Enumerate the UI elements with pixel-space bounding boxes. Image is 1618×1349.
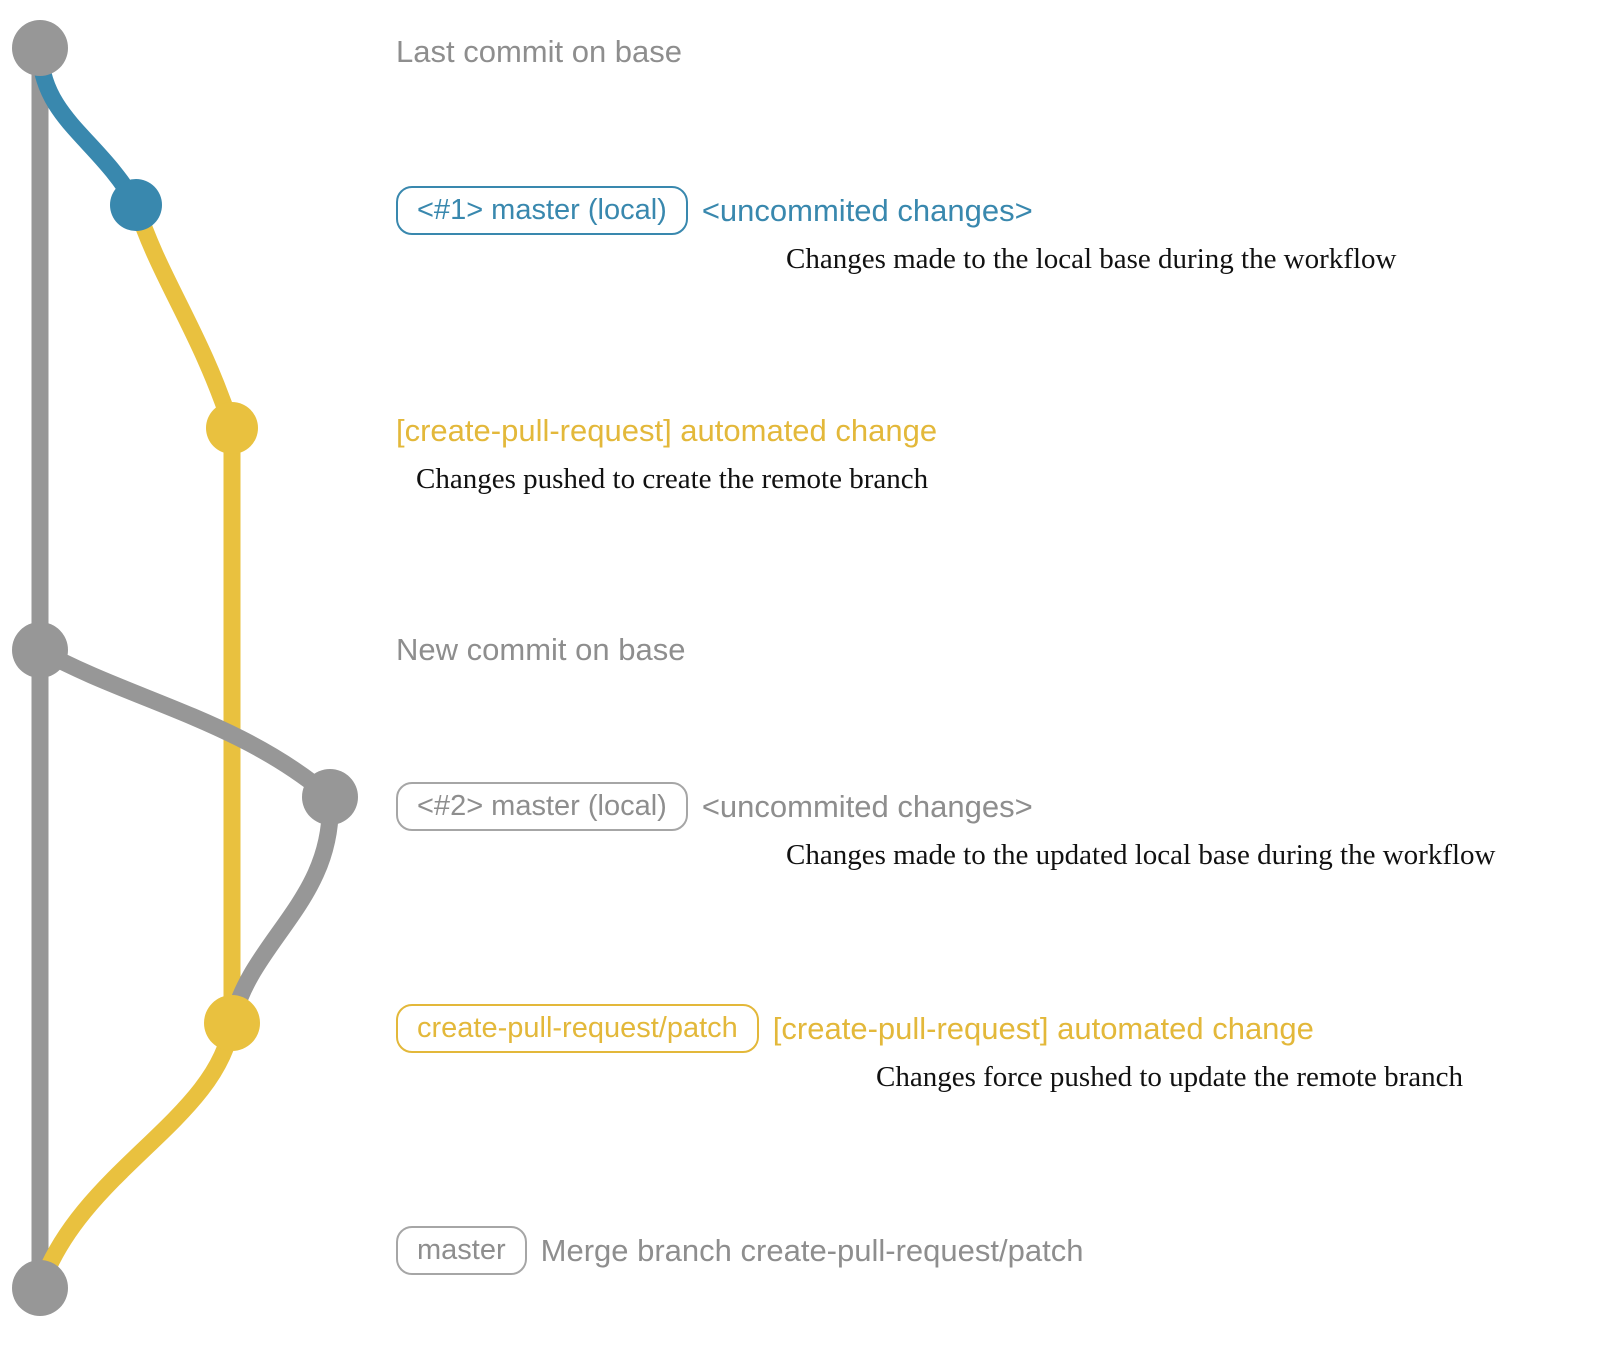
annotation-row-new-commit-on-base: New commit on base [396,634,685,665]
graph-edge-local-1-to-patch-1 [127,196,241,437]
git-graph-svg [12,20,358,1316]
annotation-row-patch-commit-2: create-pull-request/patch [create-pull-re… [396,1004,1314,1053]
annotation-row-last-commit-on-base: Last commit on base [396,36,682,67]
commit-node-local-commit-1[interactable] [110,179,162,231]
branch-badge-local-commit-2[interactable]: <#2> master (local) [396,782,688,831]
graph-edge-base-to-local-1 [31,45,145,214]
commit-node-master-merge-commit[interactable] [12,1260,68,1316]
git-graph-nodes [12,20,358,1316]
badge-line: <#2> master (local) <uncommited changes> [396,782,1033,831]
commit-description-patch-commit-2: Changes force pushed to update the remot… [876,1061,1464,1093]
commit-message-local-commit-1: <uncommited changes> [701,193,1033,228]
annotation-row-patch-commit-1: [create-pull-request] automated change [396,415,937,446]
graph-edge-patch-2-to-master [31,1014,241,1297]
badge-line: master Merge branch create-pull-request/p… [396,1226,1083,1275]
branch-badge-local-commit-1[interactable]: <#1> master (local) [396,186,688,235]
commit-message-last-commit-on-base: Last commit on base [396,34,683,69]
commit-message-master-merge: Merge branch create-pull-request/patch [540,1233,1084,1268]
annotation-row-local-commit-2: <#2> master (local) <uncommited changes> [396,782,1033,831]
annotation-row-local-commit-1: <#1> master (local) <uncommited changes> [396,186,1033,235]
badge-line: <#1> master (local) <uncommited changes> [396,186,1033,235]
graph-edge-base-new-to-local-2 [31,641,339,806]
commit-node-local-commit-2[interactable] [302,769,358,825]
branch-badge-patch-commit-2[interactable]: create-pull-request/patch [396,1004,759,1053]
commit-node-base-new-commit[interactable] [12,622,68,678]
commit-description-local-commit-1: Changes made to the local base during th… [786,243,1397,275]
graph-edge-local-2-to-patch-2 [223,788,339,1032]
commit-node-patch-commit-1[interactable] [206,402,258,454]
annotation-row-master-merge: master Merge branch create-pull-request/p… [396,1226,1083,1275]
badge-line: create-pull-request/patch [create-pull-re… [396,1004,1314,1053]
commit-description-patch-commit-1: Changes pushed to create the remote bran… [416,463,929,495]
commit-node-base-last-commit[interactable] [12,20,68,76]
commit-message-local-commit-2: <uncommited changes> [701,789,1033,824]
commit-message-patch-commit-2: [create-pull-request] automated change [772,1011,1314,1046]
commit-description-local-commit-2: Changes made to the updated local base d… [786,839,1496,871]
commit-message-new-commit-on-base: New commit on base [396,632,686,667]
git-graph [0,0,380,1344]
branch-badge-master-merge[interactable]: master [396,1226,527,1275]
commit-message-patch-commit-1: [create-pull-request] automated change [396,413,938,448]
commit-node-patch-commit-2[interactable] [204,995,260,1051]
